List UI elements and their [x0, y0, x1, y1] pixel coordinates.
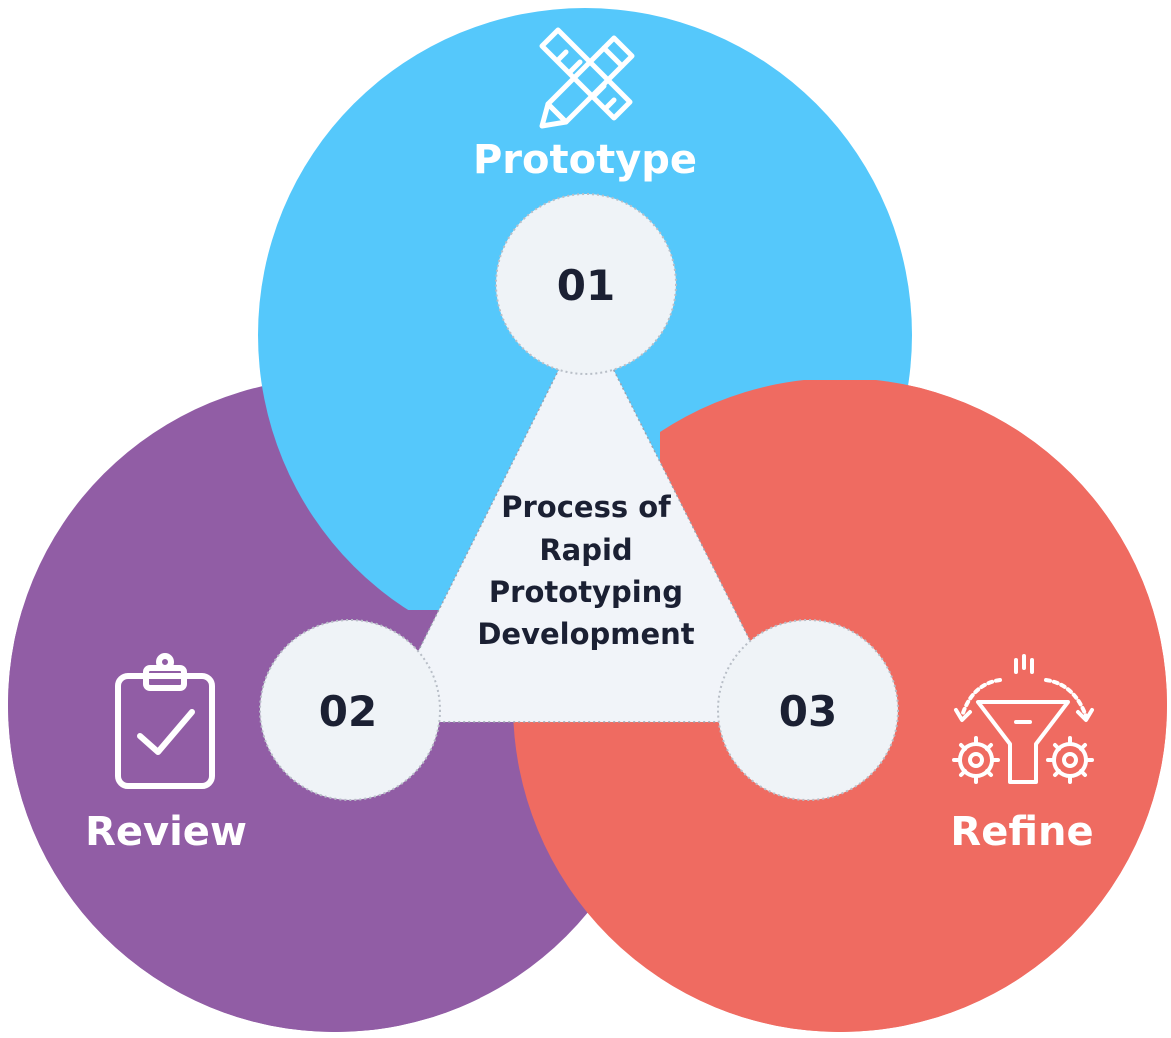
stage-label-review: Review: [85, 809, 247, 855]
center-label-line: Rapid: [539, 533, 632, 567]
node-number: 03: [779, 687, 837, 736]
node-number: 01: [557, 261, 615, 310]
refine-circle-overlap: [660, 380, 1167, 1032]
center-label: Process of Rapid Prototyping Development: [477, 490, 694, 651]
pencil-ruler-icon: [539, 27, 635, 129]
node-03: 03: [717, 619, 899, 801]
clipboard-check-icon: [115, 653, 215, 789]
center-label-line: Development: [477, 617, 694, 651]
center-label-line: Process of: [501, 490, 671, 524]
funnel-gears-icon: [952, 654, 1094, 784]
node-01: 01: [495, 193, 677, 375]
node-02: 02: [259, 619, 441, 801]
center-label-line: Prototyping: [489, 575, 683, 609]
stage-label-refine: Refine: [950, 809, 1093, 855]
stage-label-prototype: Prototype: [473, 137, 697, 183]
center-triangle: [381, 313, 793, 723]
node-number: 02: [319, 687, 377, 736]
